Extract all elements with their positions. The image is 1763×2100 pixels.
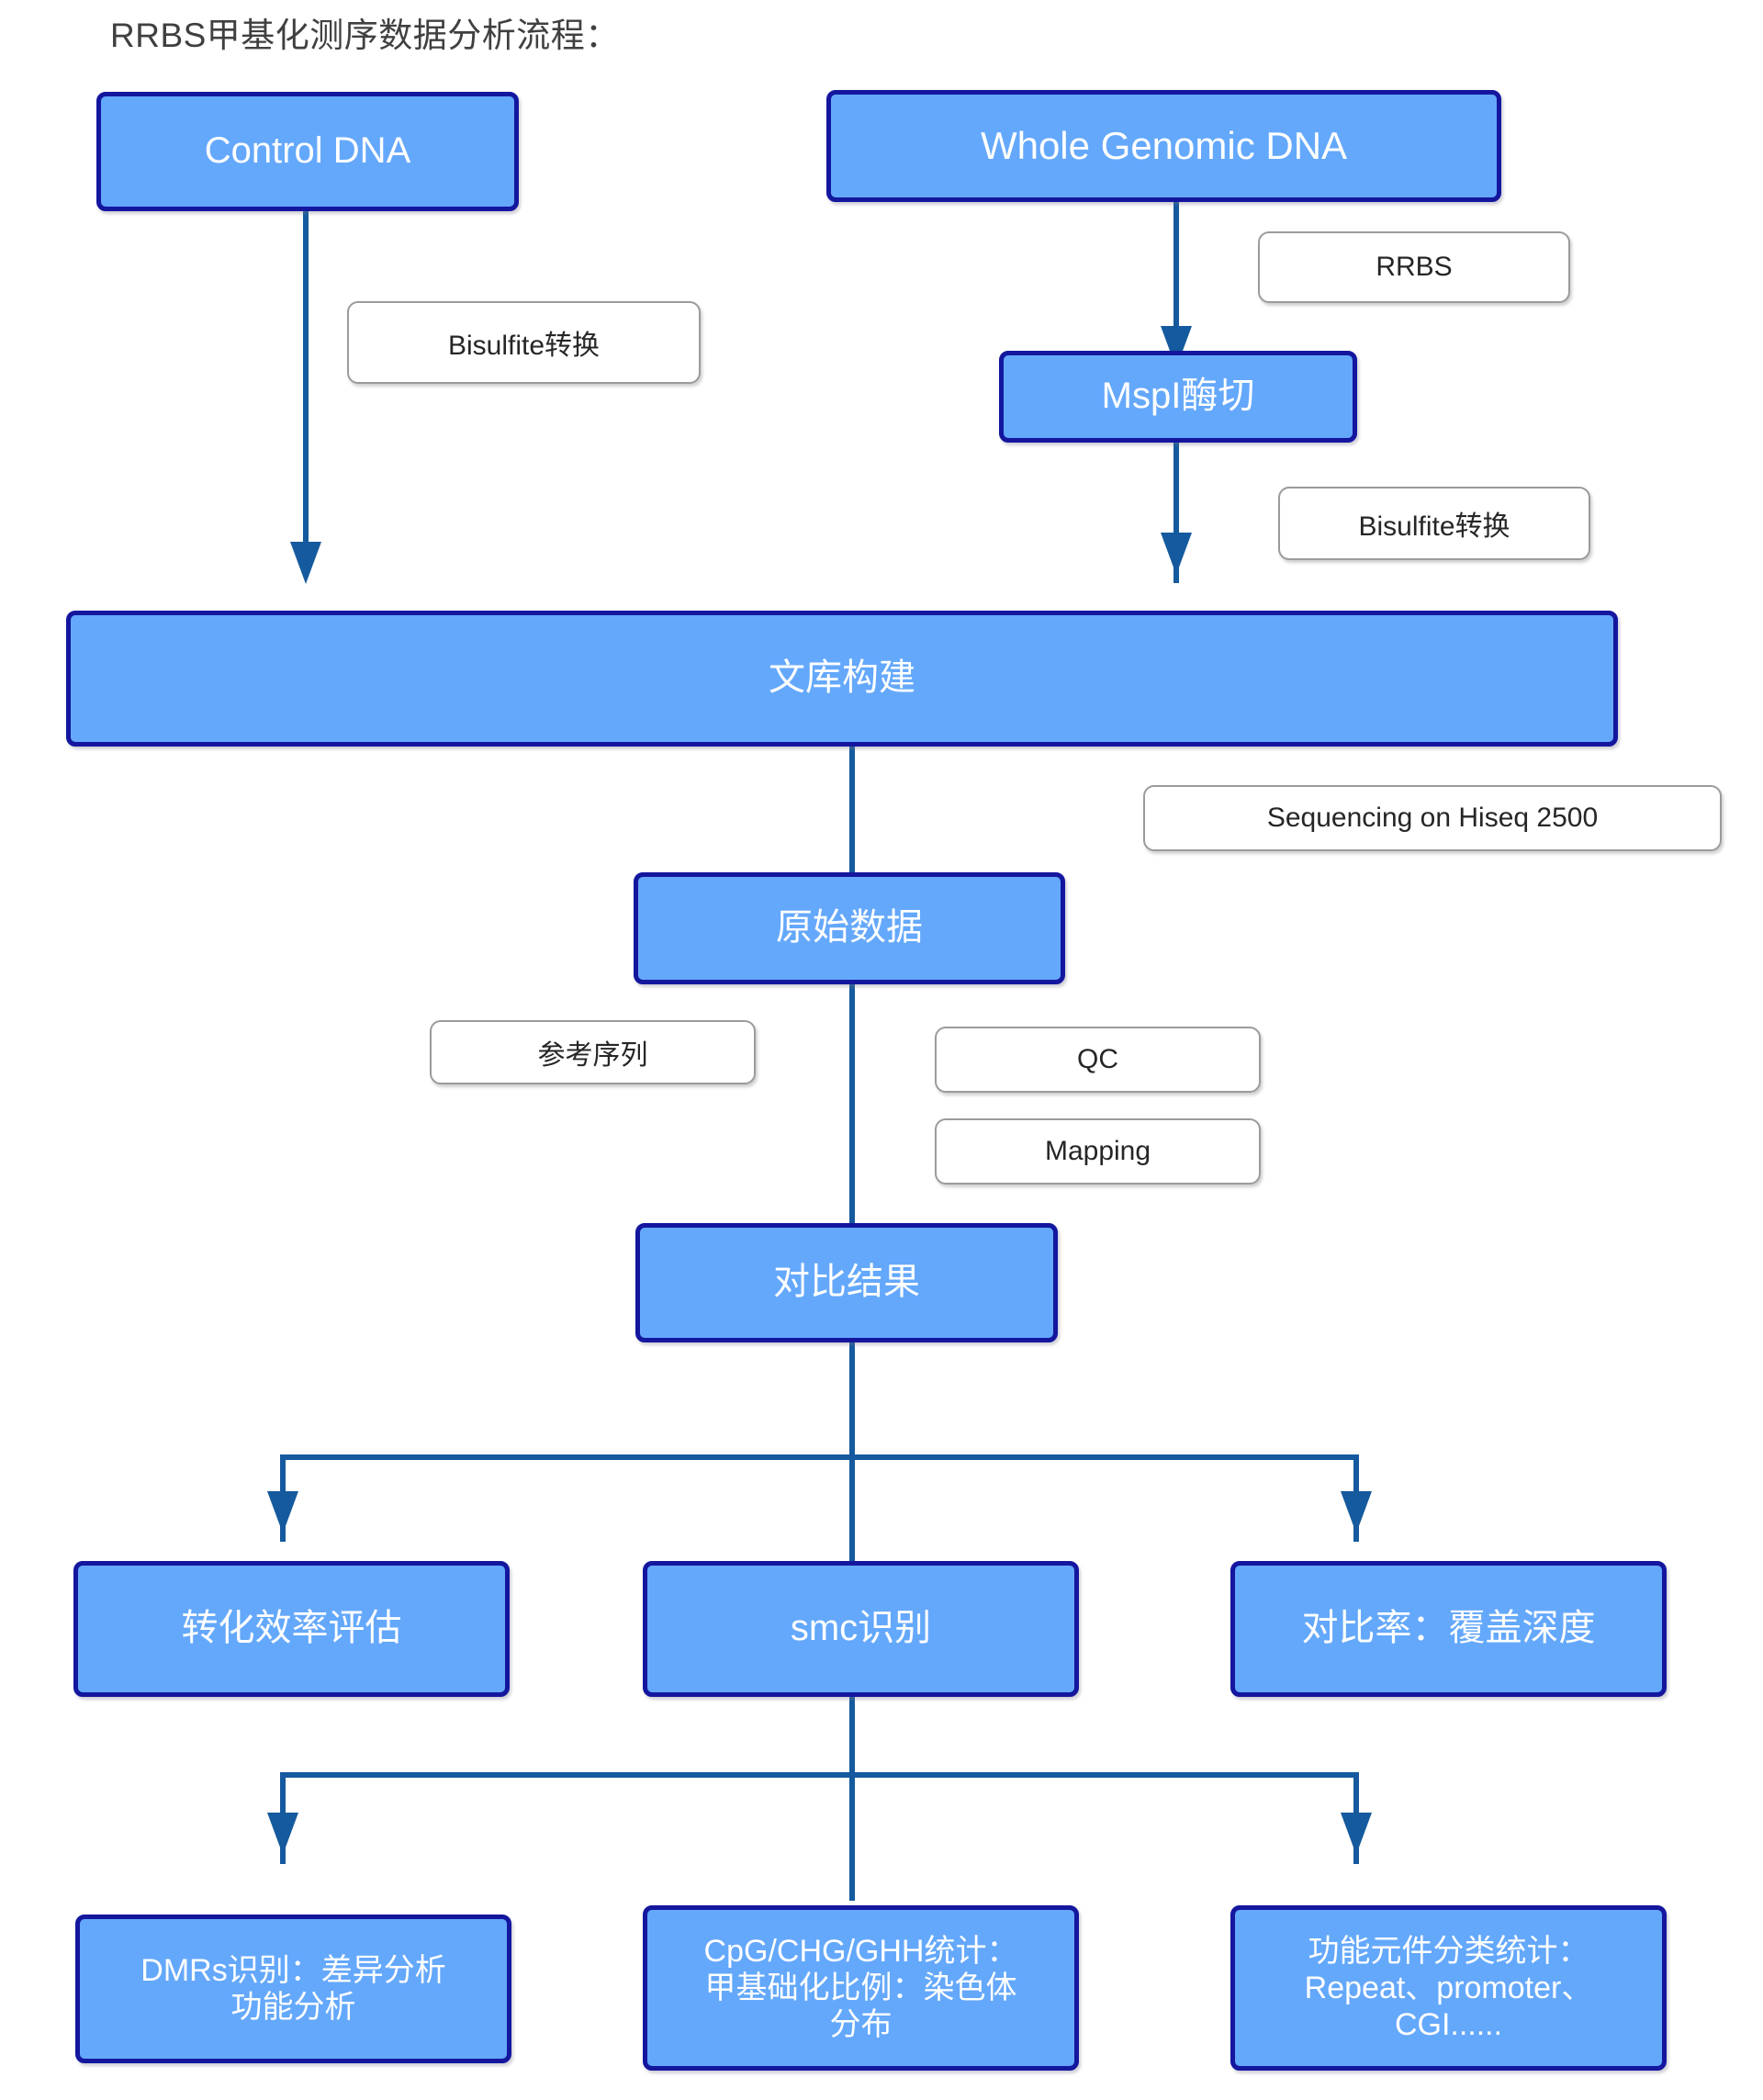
node-functional-elements-label-line2: Repeat、promoter、	[1304, 1970, 1593, 2005]
connector-control-dna-to-library	[303, 207, 309, 560]
node-conversion-efficiency-label: 转化效率评估	[181, 1608, 402, 1649]
connector-genomic-to-mspi	[1173, 200, 1179, 343]
node-cpg-statistics-label-line3: 分布	[829, 2007, 893, 2043]
connector-branch-lower-center	[849, 1772, 855, 1901]
node-functional-elements-label-line1: 功能元件分类统计：	[1308, 1933, 1589, 1969]
node-functional-elements-label-line3: CGI......	[1394, 2007, 1503, 2043]
connector-branch-bus-upper	[280, 1454, 1359, 1460]
label-rrbs: RRBS	[1258, 231, 1570, 303]
node-conversion-efficiency[interactable]: 转化效率评估	[73, 1561, 510, 1697]
node-alignment-result[interactable]: 对比结果	[635, 1223, 1058, 1342]
arrowhead-mspi-to-library	[1161, 533, 1192, 575]
node-mapping-rate-depth-label: 对比率：覆盖深度	[1301, 1608, 1596, 1649]
node-mspi-digest[interactable]: MspI酶切	[999, 351, 1357, 443]
label-qc: QC	[935, 1027, 1261, 1093]
node-smc-identification[interactable]: smc识别	[643, 1561, 1079, 1697]
node-smc-identification-label: smc识别	[790, 1608, 932, 1649]
node-control-dna[interactable]: Control DNA	[96, 92, 519, 211]
connector-library-to-raw-data	[849, 744, 855, 877]
connector-smc-down	[849, 1695, 855, 1787]
label-mapping: Mapping	[935, 1118, 1261, 1185]
connector-branch-bus-lower	[280, 1772, 1359, 1778]
label-reference-sequence: 参考序列	[430, 1020, 756, 1084]
connector-raw-data-to-alignment	[849, 983, 855, 1226]
node-dmrs-label-line2: 功能分析	[230, 1990, 356, 2025]
label-mapping-text: Mapping	[1044, 1136, 1151, 1166]
node-dmrs[interactable]: DMRs识别：差异分析 功能分析	[75, 1915, 511, 2063]
label-bisulfite-conversion-right: Bisulfite转换	[1278, 487, 1590, 560]
label-sequencing: Sequencing on Hiseq 2500	[1143, 785, 1722, 851]
arrowhead-control-dna-to-library	[290, 542, 321, 584]
page-title: RRBS甲基化测序数据分析流程：	[110, 17, 620, 54]
label-reference-sequence-text: 参考序列	[537, 1040, 648, 1071]
connector-mspi-to-library	[1173, 441, 1179, 583]
label-rrbs-text: RRBS	[1376, 252, 1453, 282]
arrowhead-branch-upper-right	[1341, 1491, 1372, 1533]
arrowhead-branch-upper-left	[267, 1491, 298, 1533]
label-sequencing-text: Sequencing on Hiseq 2500	[1266, 803, 1599, 833]
label-qc-text: QC	[1077, 1044, 1118, 1074]
arrowhead-branch-lower-right	[1341, 1813, 1372, 1855]
label-bisulfite-conversion-left: Bisulfite转换	[347, 301, 701, 384]
node-whole-genomic-dna[interactable]: Whole Genomic DNA	[826, 90, 1501, 202]
node-control-dna-label: Control DNA	[204, 130, 411, 172]
arrowhead-branch-lower-left	[267, 1813, 298, 1855]
node-cpg-statistics[interactable]: CpG/CHG/GHH统计： 甲基础化比例：染色体 分布	[643, 1905, 1079, 2071]
node-alignment-result-label: 对比结果	[773, 1262, 920, 1303]
node-library-construction-label: 文库构建	[769, 657, 915, 699]
node-cpg-statistics-label-line1: CpG/CHG/GHH统计：	[703, 1933, 1018, 1969]
node-library-construction[interactable]: 文库构建	[66, 611, 1618, 747]
label-bisulfite-conversion-right-text: Bisulfite转换	[1358, 511, 1510, 542]
connector-alignment-down	[849, 1341, 855, 1460]
node-mspi-digest-label: MspI酶切	[1101, 376, 1255, 417]
node-cpg-statistics-label-line2: 甲基础化比例：染色体	[704, 1970, 1017, 2005]
label-bisulfite-conversion-left-text: Bisulfite转换	[447, 331, 601, 361]
node-dmrs-label-line1: DMRs识别：差异分析	[140, 1952, 446, 1988]
node-functional-elements[interactable]: 功能元件分类统计： Repeat、promoter、 CGI......	[1230, 1905, 1667, 2071]
node-raw-data[interactable]: 原始数据	[634, 872, 1065, 984]
node-raw-data-label: 原始数据	[776, 907, 923, 949]
connector-branch-upper-center	[849, 1454, 855, 1574]
node-whole-genomic-dna-label: Whole Genomic DNA	[980, 124, 1348, 168]
node-mapping-rate-depth[interactable]: 对比率：覆盖深度	[1230, 1561, 1667, 1697]
